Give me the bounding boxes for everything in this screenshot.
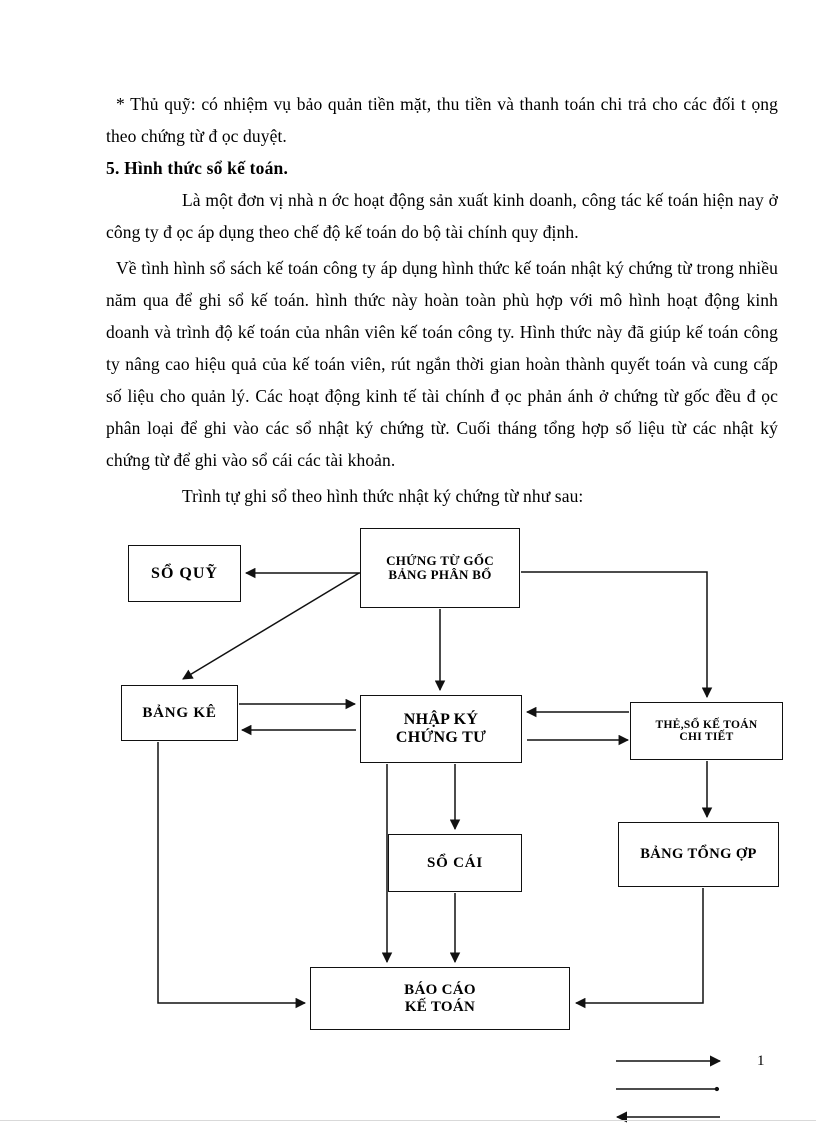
paragraph-don-vi: Là một đơn vị nhà n ớc hoạt động sản xuấ… <box>106 190 778 242</box>
diagram-legend <box>615 1055 722 1123</box>
node-label: SỔ QUỸ <box>151 565 218 582</box>
diagram-node-bang-tong-hop: BẢNG TỔNG ỢP <box>618 822 779 887</box>
diagram-node-chung-tu-goc: CHỨNG TỪ GỐC BẢNG PHÂN BỔ <box>360 528 520 608</box>
node-label: THẺ,SỔ KẾ TOÁN CHI TIẾT <box>655 718 758 744</box>
page-number: 1 <box>757 1053 765 1069</box>
node-label: BẢNG KÊ <box>142 704 217 721</box>
section-heading-5: 5. Hình thức sổ kế toán. <box>106 158 289 178</box>
document-text-body: * Thủ quỹ: có nhiệm vụ bảo quản tiền mặt… <box>106 88 778 512</box>
paragraph-so-sach: Về tình hình sổ sách kế toán công ty áp … <box>106 258 778 470</box>
edge-bangth-baocao <box>574 888 704 1009</box>
edge-chungtu-bangke <box>182 572 360 680</box>
node-label: BÁO CÁO KẾ TOÁN <box>404 981 476 1015</box>
diagram-node-bang-ke: BẢNG KÊ <box>121 685 238 741</box>
diagram-node-so-quy: SỔ QUỸ <box>128 545 241 602</box>
edge-chungtu-theso <box>521 571 713 699</box>
diagram-node-nhap-ky-chung-tu: NHẬP KÝ CHỨNG TƯ <box>360 695 522 763</box>
node-label: CHỨNG TỪ GỐC BẢNG PHÂN BỔ <box>386 553 494 582</box>
node-label: SỔ CÁI <box>426 854 484 871</box>
edge-bangke-baocao <box>157 742 307 1009</box>
diagram-node-the-so-ke-toan-chi-tiet: THẺ,SỔ KẾ TOÁN CHI TIẾT <box>630 702 783 760</box>
paragraph-thu-quy: * Thủ quỹ: có nhiệm vụ bảo quản tiền mặt… <box>106 94 778 146</box>
paragraph-trinh-tu: Trình tự ghi sổ theo hình thức nhật ký c… <box>182 486 584 506</box>
page-bottom-rule <box>0 1120 816 1121</box>
node-label: BẢNG TỔNG ỢP <box>640 846 757 862</box>
diagram-node-bao-cao-ke-toan: BÁO CÁO KẾ TOÁN <box>310 967 570 1030</box>
diagram-node-so-cai: SỔ CÁI <box>388 834 522 892</box>
node-label: NHẬP KÝ CHỨNG TƯ <box>395 711 487 746</box>
